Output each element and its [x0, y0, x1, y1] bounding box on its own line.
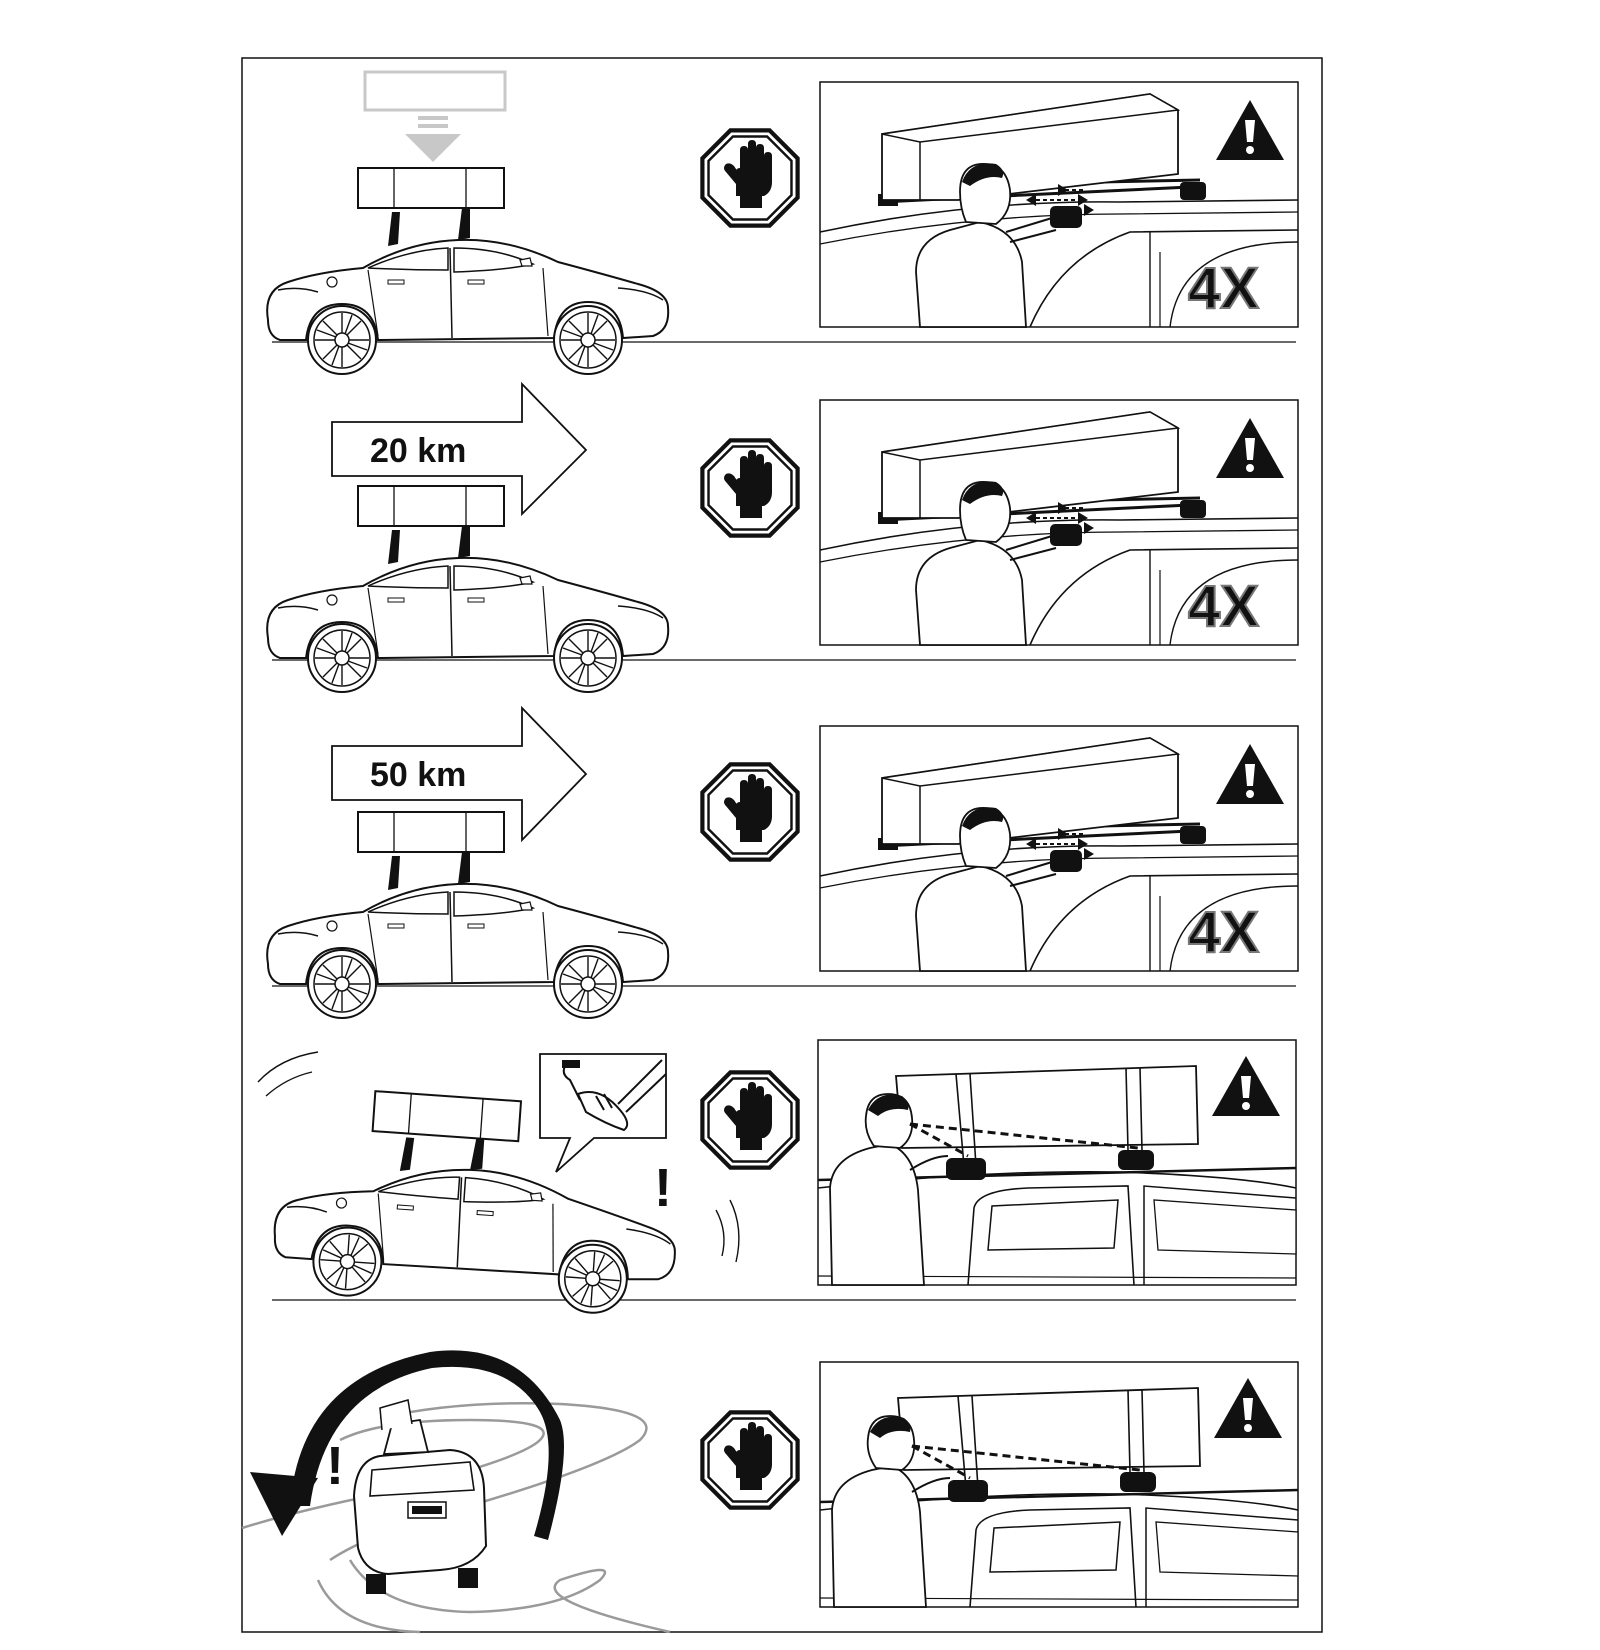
- inspection-closeup: [816, 1038, 1298, 1287]
- multiplier-label: 4X: [1188, 900, 1259, 965]
- car-with-roof-box: [267, 812, 668, 1018]
- row-separators: [272, 341, 1296, 1301]
- turning-arrow: [250, 1350, 564, 1540]
- exclamation-mark: !: [326, 1436, 344, 1496]
- car-with-roof-box: [267, 168, 668, 374]
- row-4: !: [257, 1038, 1298, 1318]
- multiplier-label: 4X: [1188, 574, 1259, 639]
- multiplier-label: 4X: [1188, 256, 1259, 321]
- row-1: 4X: [267, 70, 1300, 374]
- brake-pedal-callout: [539, 1053, 667, 1173]
- tightening-closeup: 4X: [818, 80, 1300, 329]
- braking-motion-lines: [257, 1051, 740, 1263]
- distance-label: 20 km: [370, 432, 466, 470]
- stop-hand-icon: [700, 128, 800, 228]
- row-5: !: [241, 1350, 1300, 1634]
- row-2: 20 km 4X: [267, 381, 1300, 692]
- row-3: 50 km 4X: [267, 705, 1300, 1018]
- car-with-roof-box: [267, 486, 668, 692]
- stop-hand-icon: [700, 762, 800, 862]
- distance-arrow: 20 km: [331, 381, 588, 517]
- exclamation-mark: !: [654, 1158, 672, 1218]
- sheet-frame: [241, 57, 1323, 1633]
- distance-label: 50 km: [370, 756, 466, 794]
- stop-hand-icon: [700, 1410, 800, 1510]
- distance-arrow: 50 km: [331, 705, 588, 843]
- tightening-closeup: 4X: [818, 398, 1300, 647]
- car-rear-view: [352, 1399, 488, 1594]
- stop-hand-icon: [700, 1070, 800, 1170]
- tightening-closeup: 4X: [818, 724, 1300, 973]
- ghost-box-lowering: [363, 70, 507, 162]
- stop-hand-icon: [700, 438, 800, 538]
- inspection-closeup: [818, 1360, 1300, 1609]
